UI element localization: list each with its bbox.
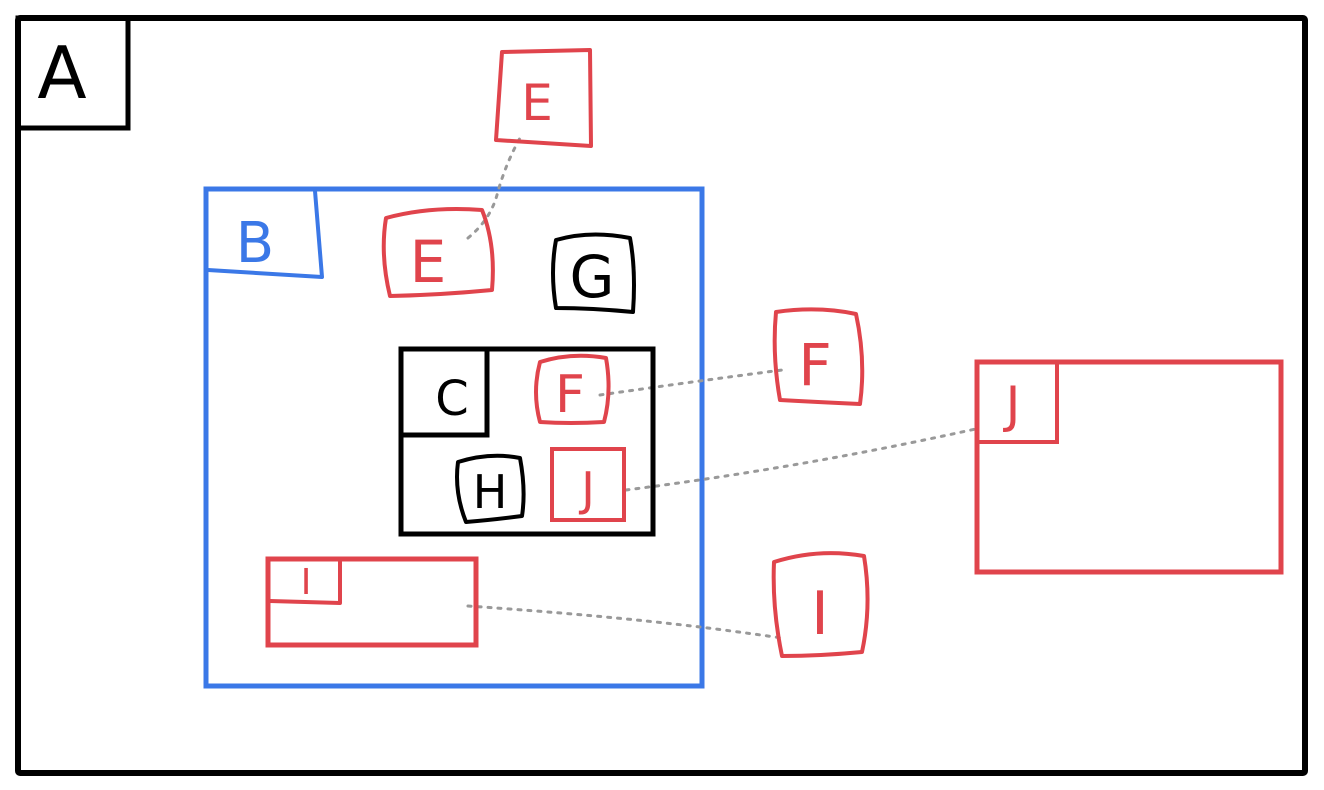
connector-f: [598, 368, 784, 397]
box-e-outer-label: E: [521, 74, 553, 132]
box-i-inner-label: I: [301, 562, 312, 603]
connector-i: [466, 604, 784, 640]
box-b-label: B: [236, 211, 274, 276]
box-b: [203, 186, 705, 689]
connector-j: [624, 426, 982, 492]
box-i-inner-label-tab: [269, 560, 342, 605]
box-b-label-tab: [206, 189, 324, 279]
box-i-outer-label: I: [811, 579, 829, 649]
box-c-label: C: [435, 371, 469, 427]
box-f-inner-label: F: [555, 365, 585, 425]
box-container: [398, 346, 656, 537]
box-c: [398, 346, 490, 438]
box-e-outer: [494, 48, 593, 148]
box-j-outer: [974, 359, 1284, 575]
box-j-outer-label: J: [1003, 376, 1021, 434]
box-f-outer-label: F: [798, 331, 831, 399]
box-e-inner: [381, 207, 495, 298]
box-f-inner: [534, 353, 611, 425]
box-a: [15, 15, 1308, 776]
connector-e: [466, 136, 522, 240]
box-i-outer: [771, 551, 870, 658]
box-i-inner: [265, 556, 479, 648]
box-e-inner-label: E: [410, 228, 447, 296]
box-j-inner-label: J: [578, 462, 595, 516]
box-j-inner: [550, 447, 626, 522]
box-h-label: H: [473, 465, 508, 519]
box-h: [455, 453, 526, 524]
box-g-label: G: [570, 243, 615, 311]
box-f-outer: [772, 307, 865, 406]
box-g: [551, 232, 636, 314]
box-a-label: A: [37, 31, 86, 115]
box-a-label-tab: [15, 15, 131, 131]
box-j-outer-label-tab: [975, 360, 1059, 444]
